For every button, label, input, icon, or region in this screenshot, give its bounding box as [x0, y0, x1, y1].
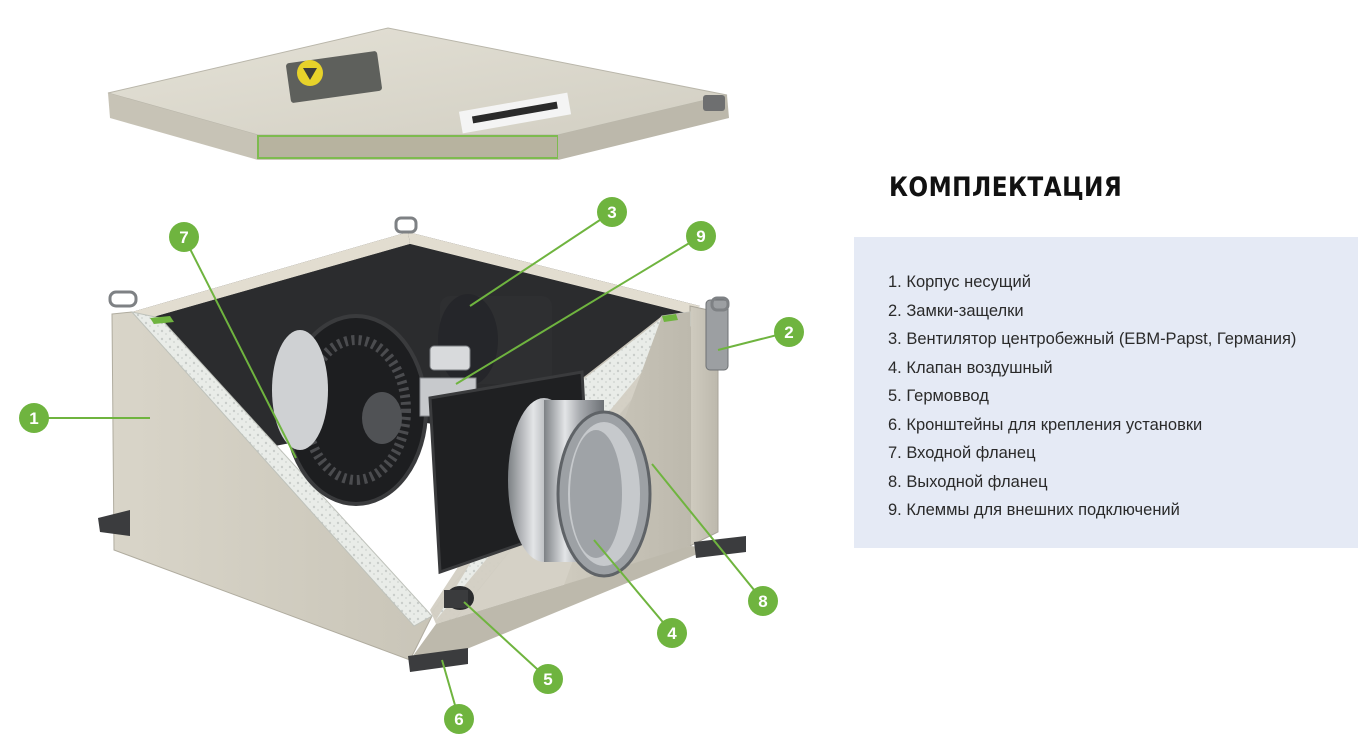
callout-9: 9	[686, 221, 716, 251]
list-item: 6. Кронштейны для крепления установки	[888, 415, 1203, 434]
svg-text:1: 1	[29, 409, 38, 428]
callout-2: 2	[774, 317, 804, 347]
callout-6: 6	[444, 704, 474, 734]
svg-text:4: 4	[667, 624, 677, 643]
list-item: 1. Корпус несущий	[888, 273, 1031, 291]
list-item: 8. Выходной фланец	[888, 472, 1048, 491]
svg-text:8: 8	[758, 592, 767, 611]
callout-8: 8	[748, 586, 778, 616]
fan-assembly	[272, 294, 652, 610]
page-title: КОМПЛЕКТАЦИЯ	[889, 172, 1123, 203]
callout-4: 4	[657, 618, 687, 648]
list-item: 7. Входной фланец	[888, 444, 1036, 462]
callout-3: 3	[597, 197, 627, 227]
svg-text:3: 3	[607, 203, 616, 222]
callout-leaders	[34, 211, 790, 720]
svg-text:6: 6	[454, 710, 463, 729]
callout-1: 1	[19, 403, 49, 433]
components-list-panel: 1. Корпус несущий 2. Замки-защелки 3. Ве…	[854, 237, 1358, 548]
callout-5: 5	[533, 664, 563, 694]
lid	[107, 27, 729, 160]
svg-text:2: 2	[784, 323, 793, 342]
list-item: 3. Вентилятор центробежный (EBM-Papst, Г…	[888, 330, 1297, 348]
svg-text:7: 7	[179, 228, 188, 247]
lid-latch-icon	[703, 95, 725, 111]
components-list: 1. Корпус несущий 2. Замки-защелки 3. Ве…	[854, 237, 1358, 525]
callout-7: 7	[169, 222, 199, 252]
list-item: 2. Замки-защелки	[888, 301, 1024, 320]
svg-text:5: 5	[543, 670, 552, 689]
list-item: 4. Клапан воздушный	[888, 358, 1053, 377]
list-item: 5. Гермоввод	[888, 387, 989, 405]
list-item: 9. Клеммы для внешних подключений	[888, 501, 1180, 519]
svg-text:9: 9	[696, 227, 705, 246]
